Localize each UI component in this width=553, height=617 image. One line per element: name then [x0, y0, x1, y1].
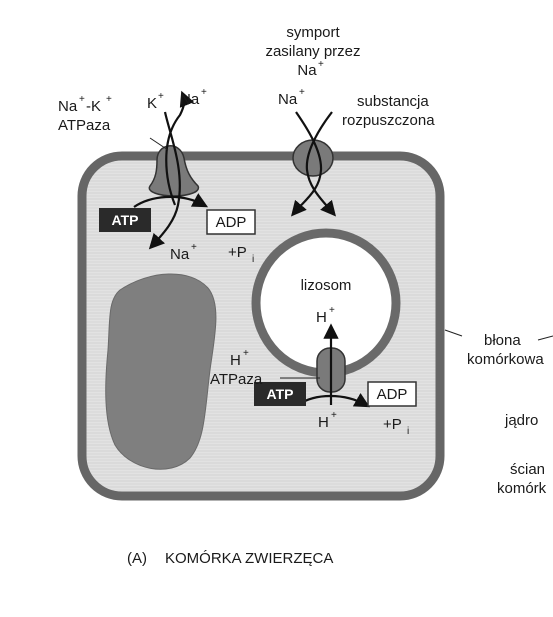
nucleus-label: jądro: [504, 412, 538, 429]
symport-label-na-sup: +: [318, 59, 324, 70]
na-symport-label: Na: [278, 91, 298, 108]
k-ion-label: K: [147, 95, 157, 112]
solute-label-line2: rozpuszczona: [342, 112, 435, 129]
pi-label-2: +P: [383, 416, 402, 433]
na-bottom-sup: +: [191, 242, 197, 253]
symport-label-line2: zasilany przez: [265, 43, 360, 60]
solute-label-line1: substancja: [357, 93, 429, 110]
blona-leader: [444, 329, 463, 337]
na-ion-sup: +: [201, 87, 207, 98]
symport-label-na: Na: [297, 62, 317, 79]
nucleus: [105, 273, 217, 470]
na-label-left-sup: +: [79, 94, 85, 105]
atp-label-1: ATP: [112, 212, 139, 228]
atpaza-leader-1: [149, 137, 169, 151]
h-lysosome-label: H: [316, 309, 327, 326]
wall-label-line1: ścian: [510, 461, 545, 478]
pi-label-1: +P: [228, 244, 247, 261]
symport-label-line1: symport: [286, 24, 340, 41]
caption-letter: (A): [127, 550, 147, 567]
adp-label-1: ADP: [216, 214, 247, 231]
pi-sub-2: i: [407, 426, 409, 437]
pi-sub-1: i: [252, 254, 254, 265]
na-bottom-label: Na: [170, 246, 190, 263]
atp-box-2: [254, 382, 306, 406]
blona-leader-right: [537, 335, 553, 341]
symport-transporter: [291, 111, 336, 217]
na-k-atpase-pump: [133, 90, 209, 250]
caption-title: KOMÓRKA ZWIERZĘCA: [165, 550, 333, 567]
atpaza-label-2: ATPaza: [210, 371, 263, 388]
membrane-label-line2: komórkowa: [467, 351, 544, 368]
h-lysosome-sup: +: [329, 305, 335, 316]
h-bottom-label: H: [318, 414, 329, 431]
wall-label-line2: komórk: [497, 480, 547, 497]
k-ion-sup: +: [158, 91, 164, 102]
na-symport-sup: +: [299, 87, 305, 98]
h-bottom-sup: +: [331, 410, 337, 421]
adp-box-1: [206, 209, 256, 235]
lysosome-label: lizosom: [301, 277, 352, 294]
h-pump-sup: +: [243, 348, 249, 359]
atpaza-label-1: ATPaza: [58, 117, 111, 134]
atp-label-2: ATP: [267, 386, 294, 402]
dash-k-label: -K: [86, 98, 101, 115]
h-pump-label: H: [230, 352, 241, 369]
atp-box-1: [99, 208, 151, 232]
adp-box-2: [367, 381, 417, 407]
membrane-label-line1: błona: [484, 332, 521, 349]
adp-label-2: ADP: [377, 386, 408, 403]
na-ion-label: Na: [180, 91, 200, 108]
na-label-left: Na: [58, 98, 78, 115]
k-label-sup: +: [106, 94, 112, 105]
